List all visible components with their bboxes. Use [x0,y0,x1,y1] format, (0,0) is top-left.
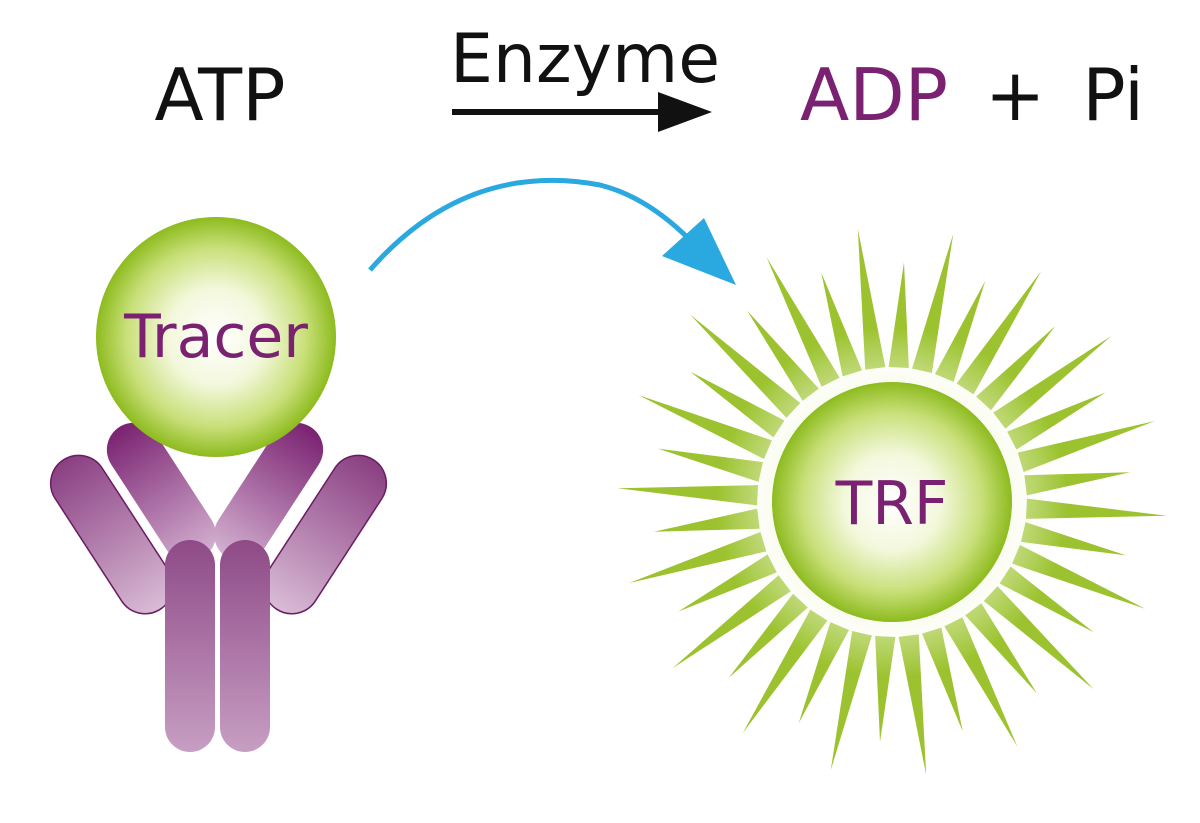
tracer-sphere: Tracer [96,217,336,457]
reaction-product-adp: ADP [800,53,948,137]
antibody-stem-right [220,540,270,752]
trf-label: TRF [835,469,949,539]
reaction-substrate: ATP [154,53,285,137]
antibody-inner-arm-right [214,422,324,562]
reaction-plus: + [985,53,1045,137]
reaction-products: ADP + Pi [800,53,1144,137]
reaction-arrow [452,92,712,132]
antibody-outer-arm-right [263,454,388,615]
antibody-inner-arm-left [106,422,216,562]
trf-starburst: TRF [617,229,1167,775]
tracer-label: Tracer [123,302,308,372]
transfer-arrow [368,177,736,285]
antibody-outer-arm-left [49,454,174,615]
antibody-stem-left [165,540,215,752]
antibody [49,422,388,752]
reaction-product-pi: Pi [1082,53,1144,137]
trf-sphere [772,382,1012,622]
enzyme-label: Enzyme [450,20,720,99]
